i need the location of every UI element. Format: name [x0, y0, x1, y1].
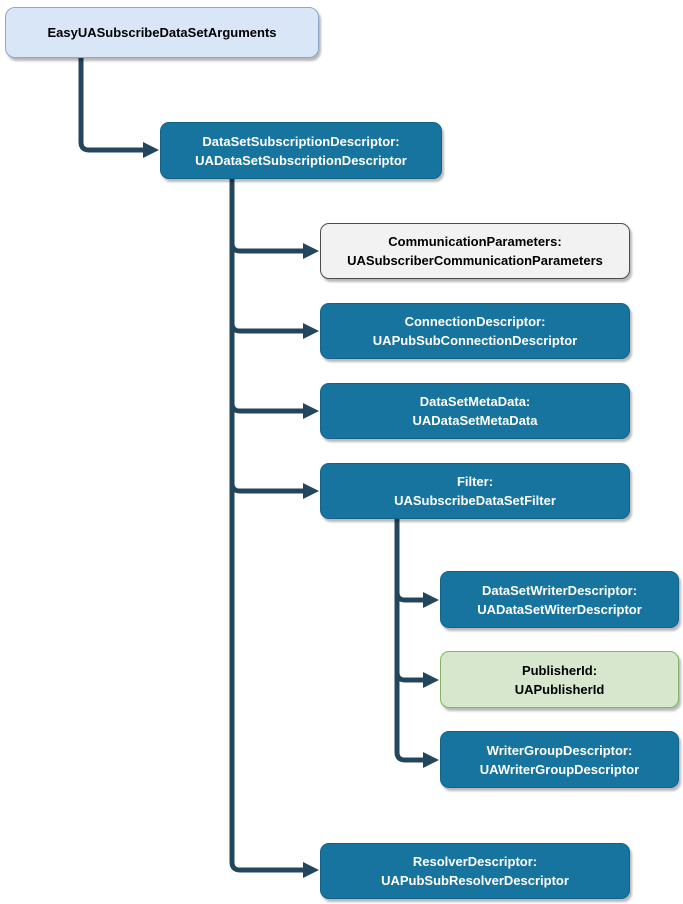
node-label: CommunicationParameters: [388, 234, 562, 249]
node-publisher-id[interactable]: PublisherId: UAPublisherId [440, 651, 679, 708]
node-resolver-descriptor[interactable]: ResolverDescriptor: UAPubSubResolverDesc… [320, 843, 630, 899]
arrowhead-icon [423, 752, 439, 768]
node-dataset-writer-descriptor[interactable]: DataSetWriterDescriptor: UADataSetWiterD… [440, 571, 679, 628]
node-type: UAPubSubConnectionDescriptor [372, 333, 578, 348]
node-connection-descriptor[interactable]: ConnectionDescriptor: UAPubSubConnection… [320, 303, 630, 359]
node-type: UASubscribeDataSetFilter [394, 493, 556, 508]
arrowhead-icon [303, 862, 319, 878]
node-communication-parameters[interactable]: CommunicationParameters: UASubscriberCom… [320, 223, 630, 279]
node-writer-group-descriptor[interactable]: WriterGroupDescriptor: UAWriterGroupDesc… [440, 731, 679, 788]
arrowhead-icon [303, 323, 319, 339]
node-label: DataSetWriterDescriptor: [481, 582, 638, 598]
arrowhead-icon [303, 483, 319, 499]
node-type: UAWriterGroupDescriptor [479, 761, 640, 777]
connector-filter-to-dswd [394, 584, 439, 608]
node-label: ConnectionDescriptor: [404, 314, 546, 329]
arrowhead-icon [303, 243, 319, 259]
arrowhead-icon [303, 403, 319, 419]
node-label: DataSetMetaData: [419, 394, 531, 409]
node-type: UAPubSubResolverDescriptor [381, 873, 569, 888]
node-label: WriterGroupDescriptor: [486, 742, 633, 758]
node-type: UADataSetSubscriptionDescriptor [195, 152, 407, 168]
node-type: UADataSetMetaData [412, 413, 538, 428]
connector-filter-to-wgd [394, 519, 439, 768]
connector-root-to-dssd [78, 58, 159, 158]
arrowhead-icon [423, 592, 439, 608]
connector-dssd-to-resolver [229, 179, 319, 878]
node-label: PublisherId: [521, 662, 598, 678]
connector-dssd-to-comm [229, 235, 319, 259]
connector-filter-to-pub [394, 664, 439, 688]
node-label: EasyUASubscribeDataSetArguments [47, 25, 277, 40]
node-easy-ua-subscribe-dataset-arguments[interactable]: EasyUASubscribeDataSetArguments [5, 7, 319, 58]
node-dataset-subscription-descriptor[interactable]: DataSetSubscriptionDescriptor: UADataSet… [160, 122, 442, 179]
connector-dssd-to-meta [229, 395, 319, 419]
node-filter[interactable]: Filter: UASubscribeDataSetFilter [320, 463, 630, 519]
node-type: UAPublisherId [514, 681, 605, 697]
node-label: ResolverDescriptor: [412, 854, 538, 869]
connector-dssd-to-conn [229, 315, 319, 339]
arrowhead-icon [423, 672, 439, 688]
node-label: Filter: [456, 474, 494, 489]
node-dataset-metadata[interactable]: DataSetMetaData: UADataSetMetaData [320, 383, 630, 439]
node-type: UASubscriberCommunicationParameters [347, 253, 603, 268]
node-type: UADataSetWiterDescriptor [477, 601, 642, 617]
arrowhead-icon [143, 142, 159, 158]
connector-dssd-to-filter [229, 475, 319, 499]
node-label: DataSetSubscriptionDescriptor: [202, 133, 400, 149]
